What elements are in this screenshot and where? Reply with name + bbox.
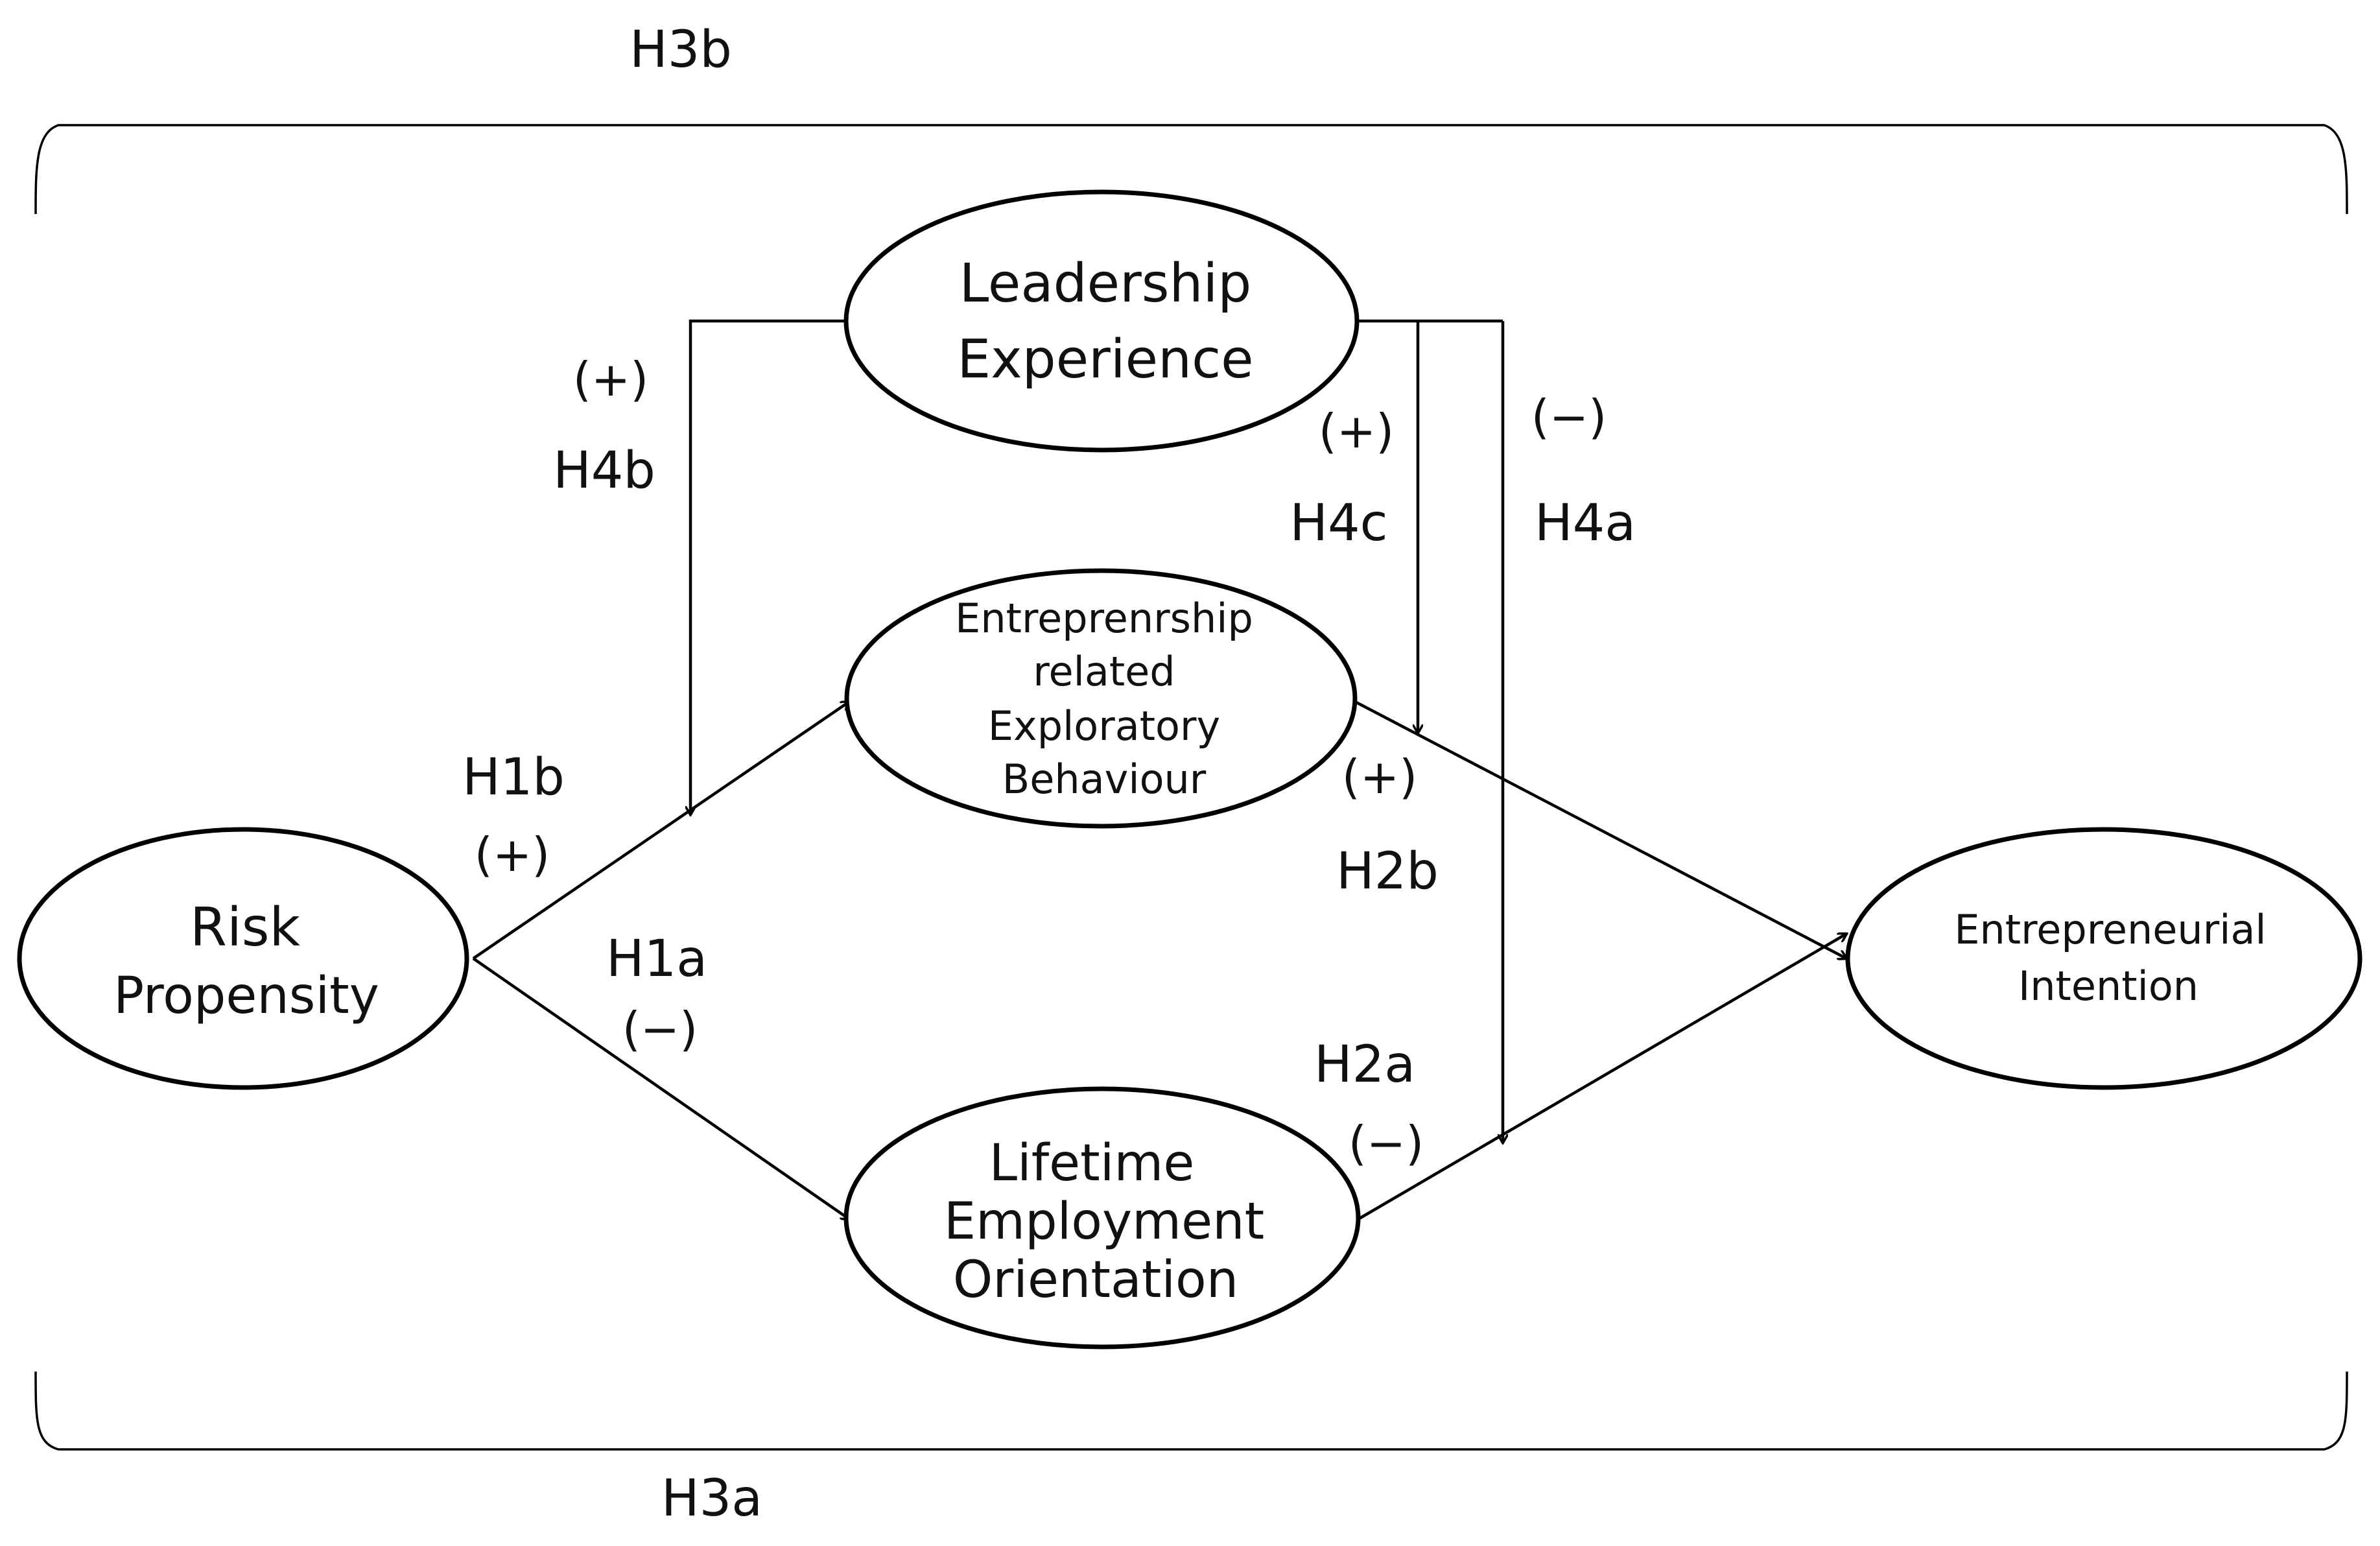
intention-line-2: Intention: [2018, 962, 2198, 1010]
h3b-top-bracket: [34, 124, 2348, 215]
label-h4a: H4a: [1535, 494, 1636, 553]
node-lifetime-employment: Lifetime Employment Orientation: [843, 1086, 1361, 1350]
label-h2b: H2b: [1336, 842, 1439, 901]
arrow-exploratory-to-intention: [1354, 700, 1846, 958]
label-h3b: H3b: [630, 21, 732, 79]
label-h3a: H3a: [661, 1469, 762, 1528]
exploratory-line-4: Behaviour: [1002, 755, 1207, 803]
intention-line-1: Entrepreneurial: [1954, 906, 2266, 953]
exploratory-line-1: Entreprenrship: [955, 595, 1253, 642]
sign-h1a: (−): [622, 1002, 698, 1056]
lifetime-line-1: Lifetime: [989, 1134, 1195, 1193]
risk-line-1: Risk: [190, 897, 300, 958]
label-h1b: H1b: [462, 748, 565, 807]
sign-h4c: (+): [1319, 404, 1395, 458]
risk-line-2: Propensity: [113, 967, 379, 1025]
node-exploratory-behaviour: Entreprenrship related Exploratory Behav…: [844, 568, 1358, 829]
node-risk-propensity: Risk Propensity: [17, 827, 469, 1090]
sign-h4a: (−): [1531, 390, 1607, 444]
sign-h4b: (+): [573, 352, 649, 407]
exploratory-line-2: related: [1033, 648, 1175, 695]
label-h1a: H1a: [606, 930, 707, 988]
label-h4c: H4c: [1290, 494, 1387, 553]
arrow-risk-to-exploratory: [472, 702, 849, 960]
node-entrepreneurial-intention: Entrepreneurial Intention: [1845, 827, 2362, 1090]
sign-h2a: (−): [1349, 1116, 1424, 1171]
lifetime-line-2: Employment: [944, 1193, 1264, 1251]
label-h2a: H2a: [1314, 1036, 1415, 1094]
leadership-line-1: Leadership: [960, 253, 1252, 315]
sign-h1b: (+): [475, 827, 550, 882]
label-h4b: H4b: [553, 442, 655, 500]
sign-h2b: (+): [1342, 750, 1418, 804]
node-leadership-experience: Leadership Experience: [843, 189, 1360, 453]
moderation-h4b-line: [690, 319, 846, 815]
exploratory-line-3: Exploratory: [988, 702, 1220, 750]
leadership-line-2: Experience: [957, 329, 1253, 390]
arrow-risk-to-lifetime: [472, 957, 849, 1219]
h3a-bottom-bracket: [34, 1371, 2348, 1451]
arrow-lifetime-to-intention: [1357, 934, 1846, 1220]
lifetime-line-3: Orientation: [953, 1251, 1238, 1309]
